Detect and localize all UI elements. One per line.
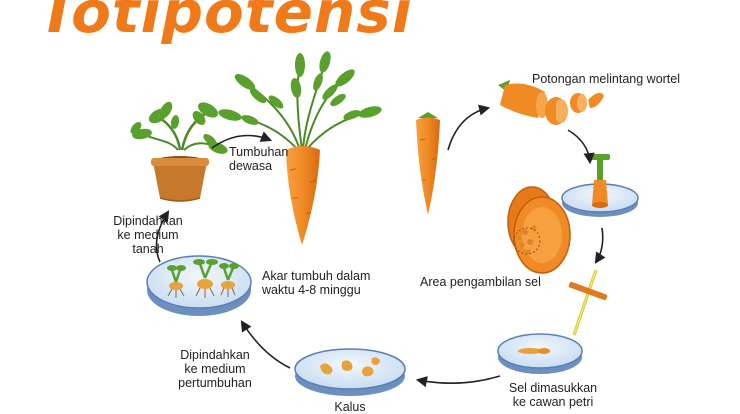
arrow-roots-to-pot (155, 210, 170, 263)
arrow-pot-to-mature (211, 131, 273, 149)
potted-plant-icon (130, 101, 228, 202)
carrot-slices-icon (498, 80, 604, 125)
label-akar-tumbuh: Akar tumbuh dalam waktu 4-8 minggu (262, 269, 371, 297)
petri-dish-roots-icon (146, 255, 252, 316)
mature-carrot-plant-icon (218, 51, 382, 245)
label-area-pengambilan-sel: Area pengambilan sel (420, 275, 541, 289)
label-potongan-melintang: Potongan melintang wortel (532, 72, 681, 86)
pipette-icon (568, 269, 608, 336)
arrow-dish-to-pipette (594, 227, 606, 264)
label-dipindahkan-tanah: Dipindahkan ke medium tanah (113, 214, 183, 256)
carrot-icon (416, 112, 440, 215)
label-tumbuhan-dewasa: Tumbuhan dewasa (229, 145, 289, 173)
petri-dish-callus-icon (294, 348, 406, 396)
arrow-cells-to-callus (415, 375, 501, 388)
arrow-callus-to-roots (240, 320, 291, 369)
petri-dish-carrot-core-icon (561, 154, 639, 217)
carrot-discs-cell-area-icon (507, 186, 571, 274)
petri-dish-cells-icon (497, 333, 583, 374)
arrow-carrot-to-slices (447, 104, 491, 151)
arrow-slices-to-dish (567, 129, 595, 165)
cycle-arrows (155, 104, 606, 388)
label-sel-dimasukkan: Sel dimasukkan ke cawan petri (508, 381, 598, 409)
label-dipindahkan-pertumbuhan: Dipindahkan ke medium pertumbuhan (178, 348, 252, 390)
page-title: Totipotensi (38, 0, 413, 46)
label-kalus: Kalus (334, 400, 366, 414)
